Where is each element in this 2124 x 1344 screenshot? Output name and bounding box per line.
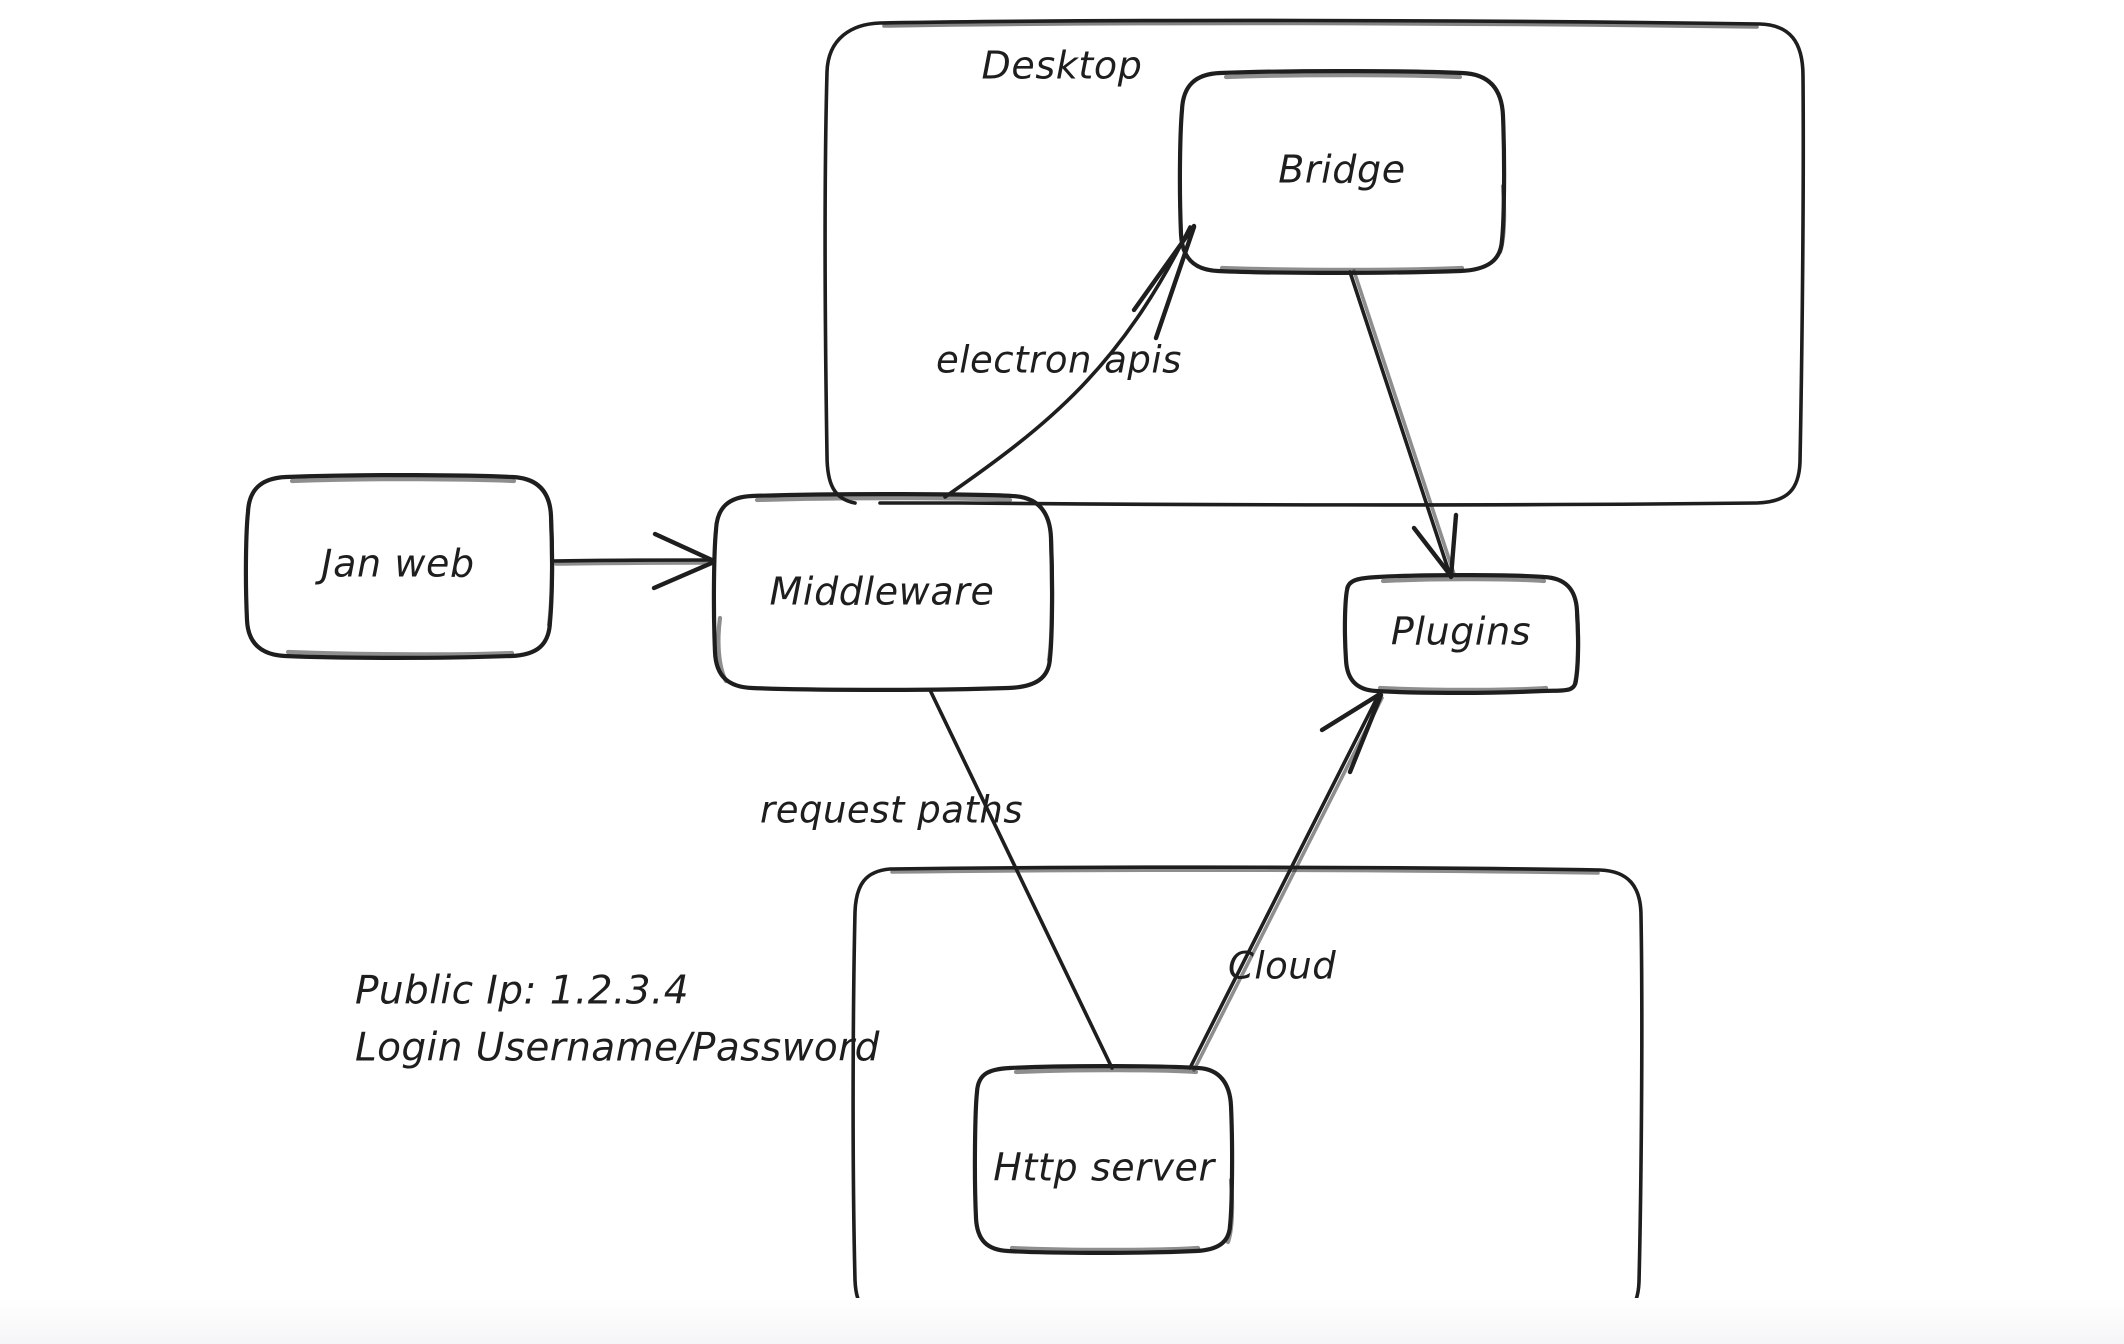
- node-http-server[interactable]: Http server: [972, 1064, 1235, 1255]
- arrowhead-icon: [1411, 512, 1459, 580]
- arrowhead-icon: [651, 531, 717, 591]
- node-http-server-label: Http server: [993, 1146, 1216, 1190]
- node-middleware[interactable]: Middleware: [711, 492, 1055, 692]
- arrowhead-icon: [1131, 223, 1197, 341]
- edge-middleware-to-httpserver[interactable]: [928, 688, 1114, 1070]
- note-login: Login Username/Password: [355, 1026, 880, 1071]
- container-cloud[interactable]: [851, 865, 1644, 1327]
- arrowhead-icon: [1319, 691, 1384, 775]
- container-desktop[interactable]: Desktop: [823, 18, 1806, 507]
- note-public-ip: Public Ip: 1.2.3.4: [355, 969, 689, 1014]
- edge-bridge-to-plugins[interactable]: [1348, 269, 1459, 580]
- node-jan-web-label: Jan web: [314, 542, 474, 586]
- edge-middleware-to-bridge[interactable]: electron apis: [936, 223, 1197, 499]
- node-bridge[interactable]: Bridge: [1177, 69, 1507, 275]
- node-middleware-label: Middleware: [770, 570, 995, 614]
- edge-label-cloud: Cloud: [1228, 945, 1336, 988]
- notes-block: Public Ip: 1.2.3.4 Login Username/Passwo…: [355, 969, 880, 1071]
- node-plugins[interactable]: Plugins: [1342, 573, 1581, 695]
- node-bridge-label: Bridge: [1278, 148, 1405, 192]
- edge-label-electron-apis: electron apis: [936, 339, 1182, 382]
- edge-janweb-to-middleware[interactable]: [551, 531, 717, 591]
- container-desktop-label: Desktop: [982, 44, 1143, 88]
- edge-httpserver-to-plugins[interactable]: Cloud: [1188, 691, 1384, 1072]
- edge-label-request-paths: request paths: [760, 789, 1023, 832]
- node-plugins-label: Plugins: [1391, 610, 1531, 654]
- node-jan-web[interactable]: Jan web: [243, 473, 555, 660]
